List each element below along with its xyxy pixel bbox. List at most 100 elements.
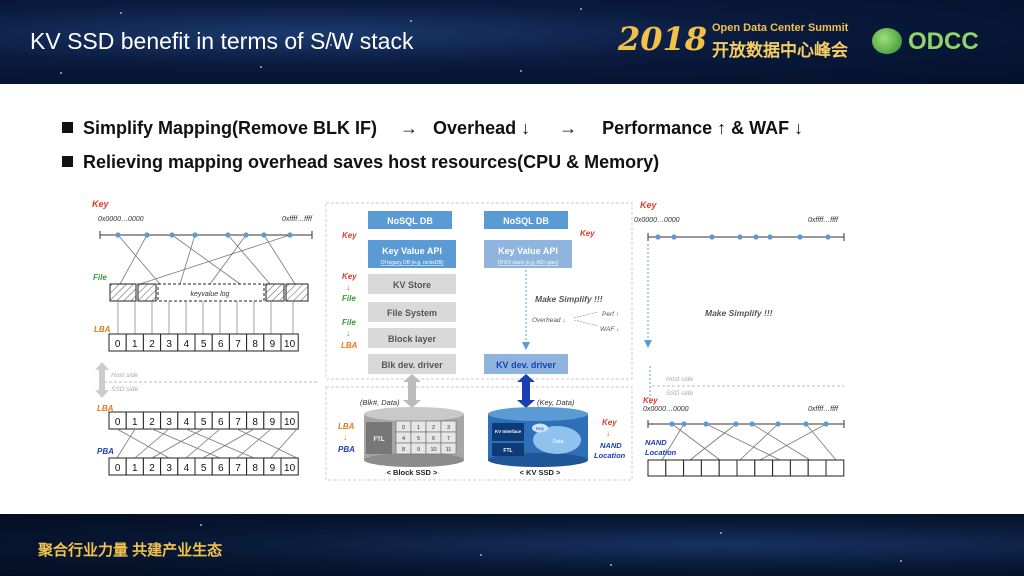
center-key-a: Key bbox=[342, 231, 357, 240]
left-lba2-row-cell-label: 5 bbox=[201, 417, 207, 428]
center-key-b: Key bbox=[580, 229, 595, 238]
blk-data-label: (Blk#, Data) bbox=[360, 398, 400, 407]
ftl-grid-cell-label: 10 bbox=[430, 447, 436, 453]
left-lba-to-pba-lines bbox=[116, 428, 298, 459]
left-lba2-row-cell-label: 8 bbox=[252, 417, 258, 428]
right-nand-label: NAND bbox=[645, 438, 667, 447]
flow-lba: LBA bbox=[341, 341, 358, 350]
right-nand-cell bbox=[647, 459, 667, 477]
file-system-label: File System bbox=[387, 308, 437, 318]
right-host-side: Host side bbox=[666, 376, 693, 383]
center-perf: Perf ↑ bbox=[602, 311, 619, 318]
left-file-to-lba-lines bbox=[117, 301, 294, 334]
left-panel: Key 0x0000…0000 0xffff…ffff File bbox=[92, 199, 318, 476]
left-key-lines bbox=[117, 234, 296, 285]
left-lba-row-cell-label: 6 bbox=[218, 339, 224, 350]
blk-vertical-arrow bbox=[403, 374, 421, 408]
left-lba2-row-cell-label: 10 bbox=[284, 417, 296, 428]
ftl-grid-cell bbox=[440, 442, 457, 455]
ftl-grid-cell-label: 11 bbox=[446, 447, 452, 453]
left-addr-end: 0xffff…ffff bbox=[282, 216, 313, 223]
left-file-label: File bbox=[93, 273, 107, 282]
right-nand-cell bbox=[665, 459, 685, 477]
left-lba2-row-cell-label: 4 bbox=[184, 417, 190, 428]
left-keyvalue-log: keyvalue log bbox=[191, 291, 230, 298]
kv-interface-label: KV Interface bbox=[495, 429, 522, 434]
kv-ssd-drum bbox=[488, 407, 588, 467]
left-pba-row-cell-label: 7 bbox=[235, 463, 241, 474]
odcc-leaf-icon bbox=[872, 28, 902, 54]
left-addr-start: 0x0000…0000 bbox=[98, 216, 144, 223]
left-lba-row-cell-label: 0 bbox=[115, 339, 121, 350]
left-key-dots bbox=[115, 232, 293, 238]
left-lba2-label: LBA bbox=[97, 404, 114, 413]
bullet-1-part-2: Overhead ↓ bbox=[433, 118, 531, 138]
center-panel: NoSQL DB NoSQL DB Key Key Key Value API … bbox=[325, 202, 633, 481]
nosql-db-right-label: NoSQL DB bbox=[503, 216, 549, 226]
logo-event-cn: 开放数据中心峰会 bbox=[712, 41, 848, 60]
left-lba2-row-cell-label: 6 bbox=[218, 417, 224, 428]
right-nand-row bbox=[647, 459, 845, 477]
right-key2-label: Key bbox=[643, 396, 658, 405]
block-ssd-caption: < Block SSD > bbox=[387, 468, 438, 477]
blk-driver-label: Blk dev. driver bbox=[381, 360, 443, 370]
left-pba-row-cell-label: 8 bbox=[252, 463, 258, 474]
left-pba-row-cell-label: 2 bbox=[149, 463, 155, 474]
ftl-grid-cell-label: 2 bbox=[432, 425, 435, 431]
kv-store-layer bbox=[368, 274, 456, 294]
right-nand-cell bbox=[683, 459, 702, 477]
right-location-label: Location bbox=[645, 448, 677, 457]
left-lba2-row-cell-label: 3 bbox=[166, 417, 172, 428]
bullet-square-icon bbox=[62, 122, 73, 133]
kv-ftl-label: FTL bbox=[503, 448, 512, 454]
left-ssd-side: SSD side bbox=[111, 386, 138, 393]
left-lba-row-cell-label: 5 bbox=[201, 339, 207, 350]
ftl-grid-cell-label: 6 bbox=[432, 436, 435, 442]
ftl-grid-cell-label: 4 bbox=[402, 436, 405, 442]
nosql-db-left-label: NoSQL DB bbox=[387, 216, 433, 226]
kv-api-left-label: Key Value API bbox=[382, 246, 442, 256]
footer-slogan: 聚合行业力量 共建产业生态 bbox=[38, 542, 223, 559]
logo-year: 2018 bbox=[618, 20, 708, 58]
bullet-1: Simplify Mapping(Remove BLK IF) → Overhe… bbox=[62, 118, 803, 139]
right-key-dots-2 bbox=[669, 421, 829, 427]
flow-file-2: File bbox=[342, 318, 356, 327]
left-lba-row-cell-label: 4 bbox=[184, 339, 190, 350]
logo-event-en: Open Data Center Summit bbox=[712, 22, 849, 34]
left-lba2-row-cell-label: 7 bbox=[235, 417, 241, 428]
right-nand-cell bbox=[700, 459, 720, 477]
center-make-simplify: Make Simplify !!! bbox=[535, 294, 603, 304]
left-pba-row-cell-label: 4 bbox=[184, 463, 190, 474]
right-addr-start: 0x0000…0000 bbox=[634, 217, 680, 224]
right-nand-cell bbox=[754, 459, 774, 477]
bubble-data-label: Data bbox=[553, 439, 564, 445]
nosql-db-right bbox=[484, 211, 568, 229]
left-pba-row-cell-label: 5 bbox=[201, 463, 207, 474]
left-lba2-row-cell bbox=[280, 411, 299, 430]
left-host-ssd-arrow bbox=[95, 362, 109, 398]
blk-driver-layer bbox=[368, 354, 456, 374]
file-system-layer bbox=[368, 302, 456, 322]
center-overhead: Overhead ↓ bbox=[532, 317, 566, 324]
nand-key-label: Key bbox=[602, 418, 617, 427]
kv-api-right-label: Key Value API bbox=[498, 246, 558, 256]
right-make-simplify: Make Simplify !!! bbox=[705, 308, 773, 318]
block-layer-label: Block layer bbox=[388, 334, 437, 344]
key-data-label: (Key, Data) bbox=[537, 398, 575, 407]
left-lba2-row-cell-label: 9 bbox=[270, 417, 276, 428]
left-lba-row-cell-label: 10 bbox=[284, 339, 296, 350]
kv-api-left bbox=[368, 240, 456, 268]
bullet-1-arrow-2: → bbox=[559, 118, 578, 138]
kv-api-right bbox=[484, 240, 572, 268]
bubble-key-label: Key bbox=[536, 426, 545, 431]
left-file-blocks bbox=[109, 283, 309, 302]
ftl-grid-cell-label: 9 bbox=[417, 447, 420, 453]
nand-location-label: Location bbox=[594, 451, 626, 460]
left-lba2-row-cell-label: 0 bbox=[115, 417, 121, 428]
kv-api-left-sub: Of legacy DB (e.g. rocksDB) bbox=[381, 260, 444, 266]
right-key-dots bbox=[655, 234, 831, 240]
left-lba-row-cell-label: 9 bbox=[270, 339, 276, 350]
